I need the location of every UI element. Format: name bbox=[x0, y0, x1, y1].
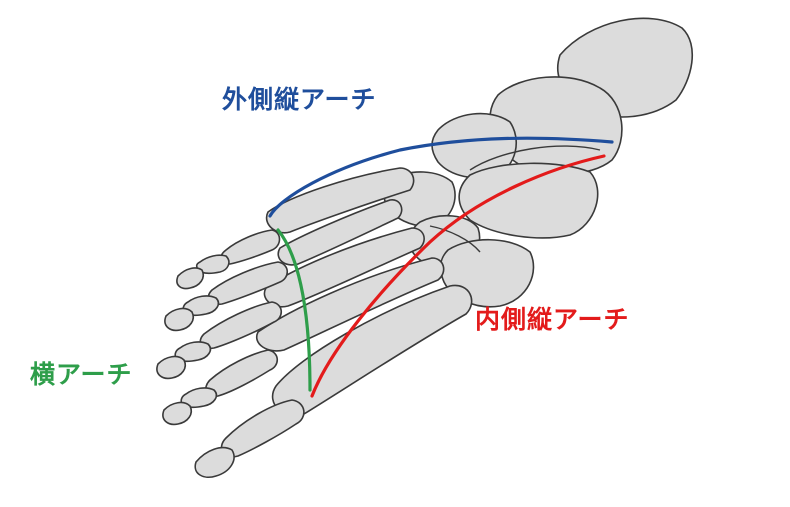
transverse-arch-line bbox=[276, 228, 312, 392]
cuneiform-joint-line bbox=[429, 225, 481, 253]
arch-lines bbox=[268, 136, 614, 398]
toe-2-distal-phalanx bbox=[162, 401, 193, 426]
toe-2-middle-phalanx bbox=[180, 387, 218, 409]
toe-5-middle-phalanx bbox=[195, 254, 230, 275]
metatarsal-4-bone bbox=[277, 199, 403, 266]
toe-5-distal-phalanx bbox=[176, 267, 205, 290]
lateral-arch-label: 外側縦アーチ bbox=[222, 85, 377, 114]
medial-arch-label: 内側縦アーチ bbox=[475, 305, 630, 334]
toe-3-middle-phalanx bbox=[174, 341, 212, 363]
tarsal-joint-line bbox=[469, 145, 601, 171]
hallux-distal-phalanx bbox=[194, 446, 235, 478]
medial-longitudinal-arch-line bbox=[310, 154, 606, 398]
toe-4-distal-phalanx bbox=[164, 307, 195, 332]
metatarsal-5-bone bbox=[265, 167, 415, 234]
hallux-proximal-phalanx bbox=[220, 399, 305, 458]
metatarsal-3-bone bbox=[263, 227, 425, 308]
toe-3-distal-phalanx bbox=[156, 355, 187, 380]
toe-2-proximal-phalanx bbox=[205, 349, 279, 398]
metatarsal-2-bone bbox=[255, 257, 445, 352]
transverse-arch-label: 横アーチ bbox=[30, 360, 133, 389]
foot-bones bbox=[156, 17, 694, 478]
navicular-bone bbox=[458, 162, 599, 239]
lateral-longitudinal-arch-line bbox=[268, 136, 614, 218]
toe-5-proximal-phalanx bbox=[220, 229, 281, 265]
